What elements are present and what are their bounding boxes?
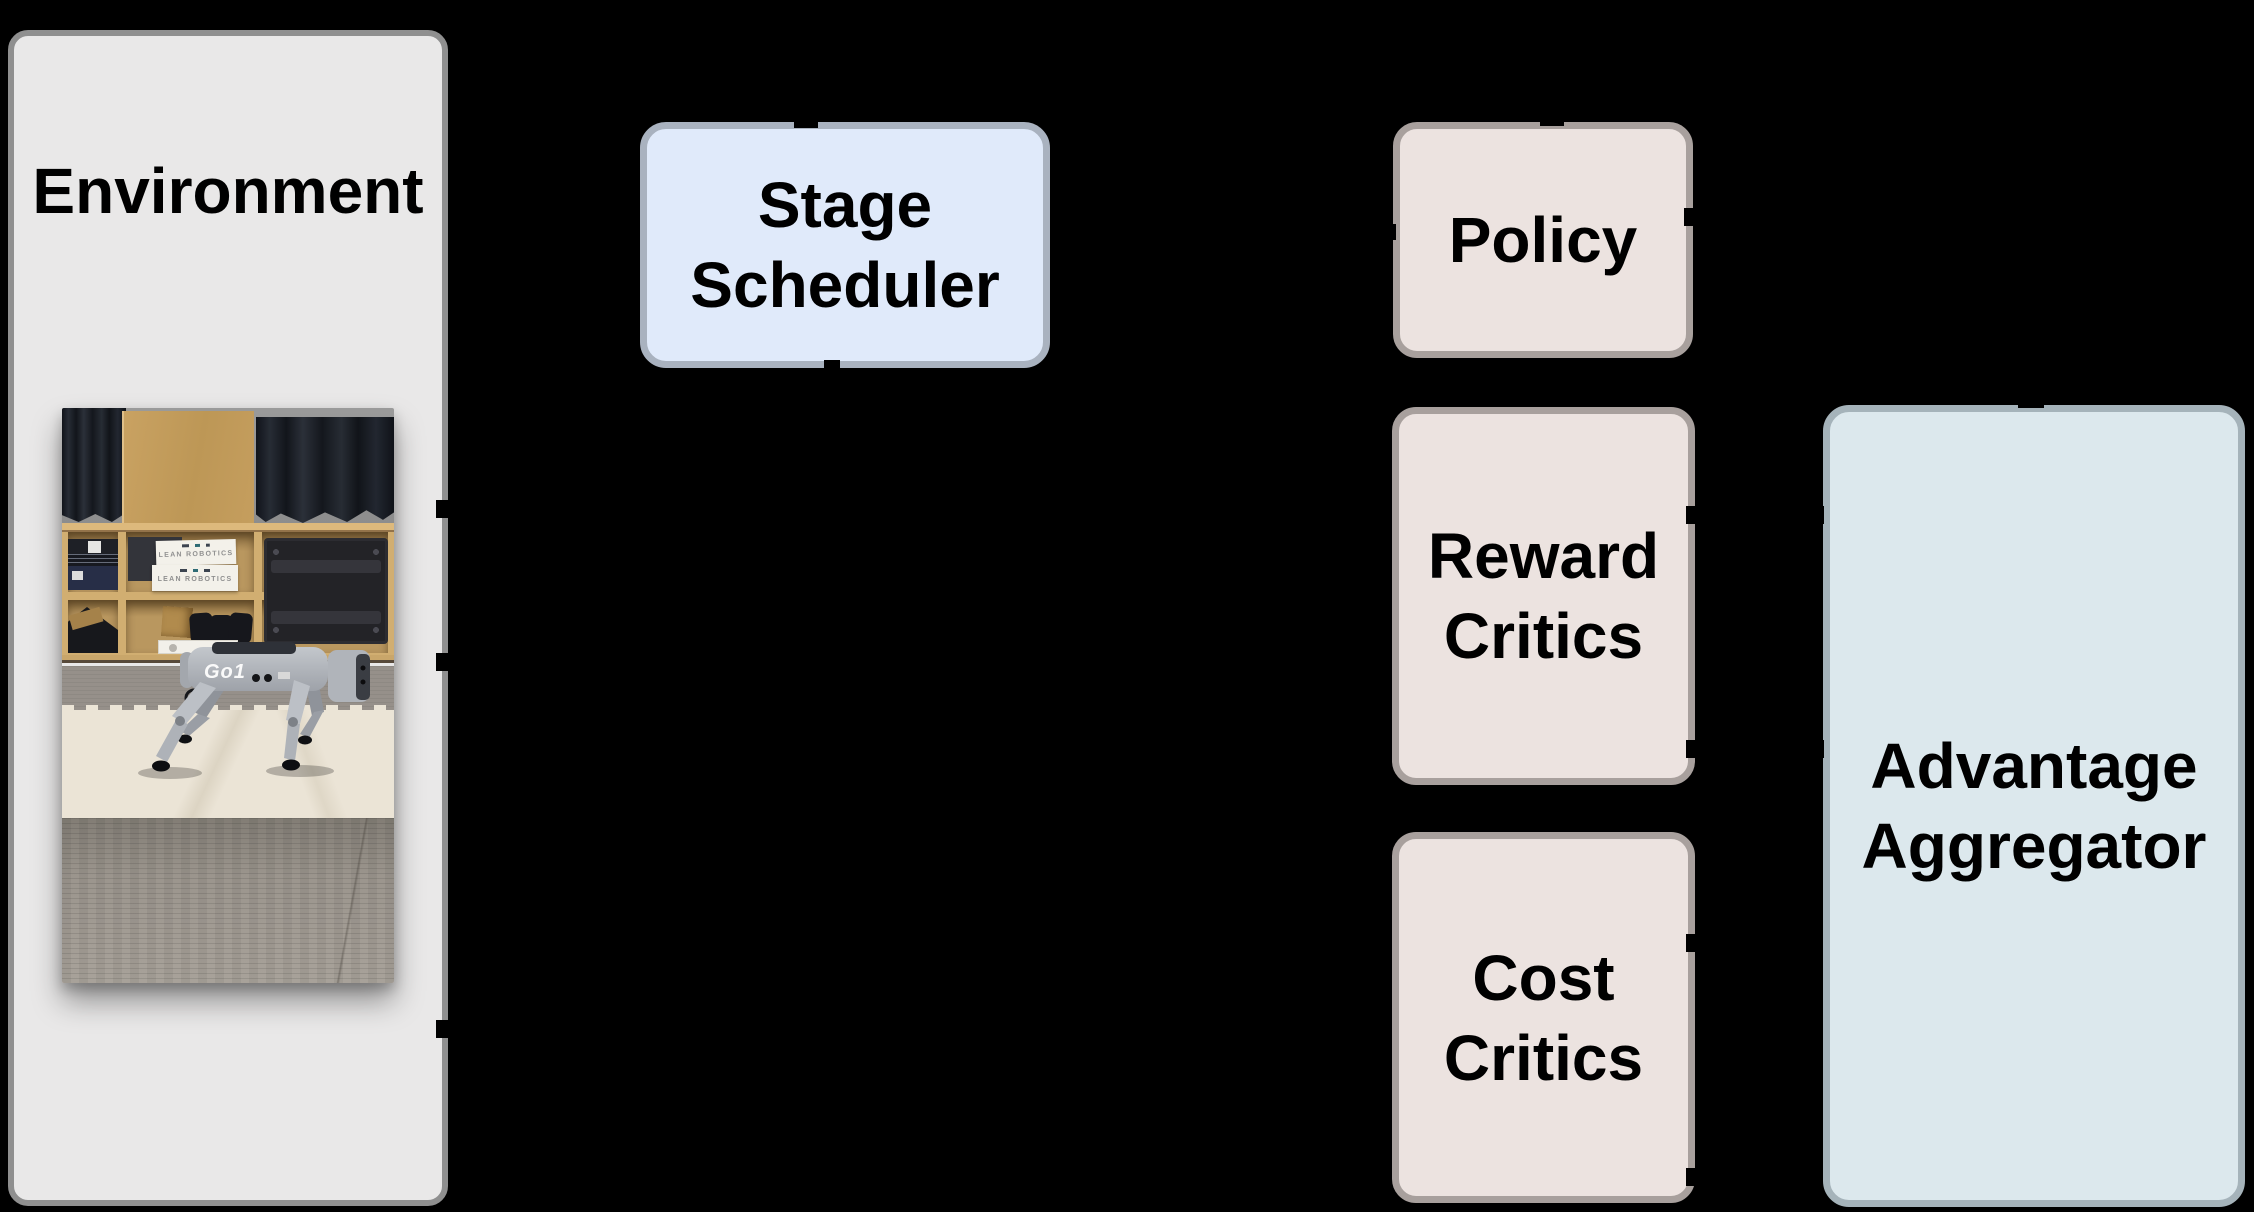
lean-robotics-box-bottom: LEAN ROBOTICS (152, 565, 238, 591)
connector-stub (436, 1020, 450, 1038)
cost-critics-title: Cost Critics (1444, 938, 1643, 1098)
environment-box: Environment (8, 30, 448, 1206)
foam-puzzle-mat (62, 705, 394, 824)
plywood-panel (122, 411, 254, 523)
box-dash-marks (179, 569, 211, 572)
policy-box: Policy (1393, 122, 1693, 358)
connector-stub (1812, 740, 1824, 758)
policy-title: Policy (1448, 204, 1638, 276)
connector-stub (436, 653, 450, 671)
lean-robotics-box-top: LEAN ROBOTICS (155, 538, 237, 567)
stage-scheduler-title: Stage Scheduler (690, 165, 999, 325)
stage-scheduler-box: Stage Scheduler (640, 122, 1050, 368)
go1-robot: Go1 (138, 642, 370, 779)
reward-critics-box: Reward Critics (1392, 407, 1695, 785)
box-dash-marks (181, 543, 211, 548)
stage-scheduler-line2: Scheduler (690, 249, 1000, 321)
box-label: LEAN ROBOTICS (158, 550, 234, 559)
connector-stub (436, 500, 450, 518)
front-carpet (62, 818, 394, 983)
box-label: LEAN ROBOTICS (157, 576, 233, 583)
advantage-aggregator-line2: Aggregator (1861, 810, 2207, 882)
reward-critics-title: Reward Critics (1428, 516, 1659, 676)
connector-stub (1686, 934, 1700, 952)
robot-photo: LEAN ROBOTICS LEAN ROBOTICS (62, 408, 394, 983)
reward-critics-line2: Critics (1443, 600, 1644, 672)
stage-scheduler-line1: Stage (757, 169, 933, 241)
cost-critics-box: Cost Critics (1392, 832, 1695, 1203)
connector-stub (1686, 740, 1700, 758)
reward-critics-line1: Reward (1427, 520, 1660, 592)
connector-stub (1686, 1168, 1700, 1186)
environment-title: Environment (32, 155, 424, 227)
connector-stub (1686, 506, 1700, 524)
cost-critics-line1: Cost (1472, 941, 1615, 1014)
curtain-right (256, 417, 394, 523)
cardboard-box (160, 605, 194, 639)
connector-stub (824, 360, 840, 372)
advantage-aggregator-title: Advantage Aggregator (1862, 726, 2207, 886)
connector-stub (2018, 396, 2044, 408)
connector-stub (794, 116, 818, 128)
black-pouch (210, 615, 233, 645)
shelf-top-rail (62, 523, 394, 532)
connector-stub (1684, 208, 1698, 226)
white-label-chip (88, 541, 101, 553)
cost-critics-line2: Critics (1443, 1021, 1644, 1094)
connector-stub (1812, 506, 1824, 524)
advantage-aggregator-box: Advantage Aggregator (1823, 405, 2245, 1207)
curtain-left (62, 408, 126, 522)
shelf-unit: LEAN ROBOTICS LEAN ROBOTICS (62, 523, 394, 655)
white-label-chip (72, 571, 83, 580)
stacked-electronics-box (68, 554, 118, 566)
connector-stub (1540, 114, 1564, 126)
connector-stub (1384, 224, 1396, 240)
advantage-aggregator-line1: Advantage (1870, 730, 2198, 802)
robot-go1-label: Go1 (204, 661, 246, 683)
black-rugged-case (264, 538, 388, 644)
